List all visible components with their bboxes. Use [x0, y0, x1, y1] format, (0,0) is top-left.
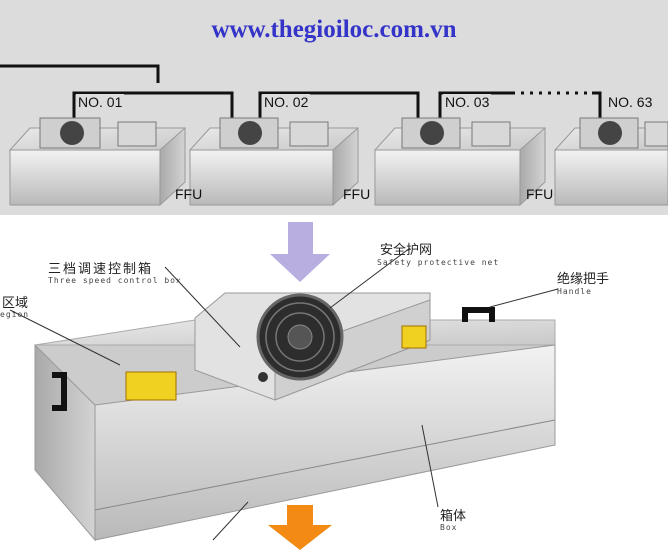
ffu-unit-3 [373, 117, 546, 207]
ffu-unit-4 [553, 117, 668, 206]
wiring-lines [0, 64, 602, 128]
ffu-label-3: FFU [526, 186, 554, 202]
ffu-unit-1 [8, 117, 186, 207]
unit-number-2: NO. 02 [262, 94, 311, 110]
ffu-large-unit [34, 292, 556, 542]
handle-label: 绝缘把手 [557, 271, 610, 286]
safety-net-label-en: Safety protective net [377, 258, 500, 267]
control-box-label: 三档调速控制箱 [48, 261, 154, 276]
unit-number-4: NO. 63 [606, 94, 655, 110]
website-url[interactable]: www.thegioiloc.com.vn [211, 16, 457, 43]
ffu-label-2: FFU [343, 186, 371, 202]
ffu-unit-2 [188, 117, 359, 207]
ffu-label-1: FFU [175, 186, 203, 202]
safety-net-label: 安全护网 [380, 242, 433, 257]
unit-number-3: NO. 03 [443, 94, 492, 110]
handle-label-en: Handle [557, 287, 592, 296]
box-label: 箱体 [440, 508, 467, 523]
arrow-down-icon [270, 222, 330, 282]
region-label: 区域 [2, 295, 29, 310]
unit-number-1: NO. 01 [76, 94, 125, 110]
callout-lines [9, 247, 559, 541]
region-label-en: egion [0, 310, 30, 319]
arrow-airflow-icon [268, 505, 332, 550]
box-label-en: Box [440, 523, 458, 532]
control-box-label-en: Three speed control box [48, 276, 182, 285]
